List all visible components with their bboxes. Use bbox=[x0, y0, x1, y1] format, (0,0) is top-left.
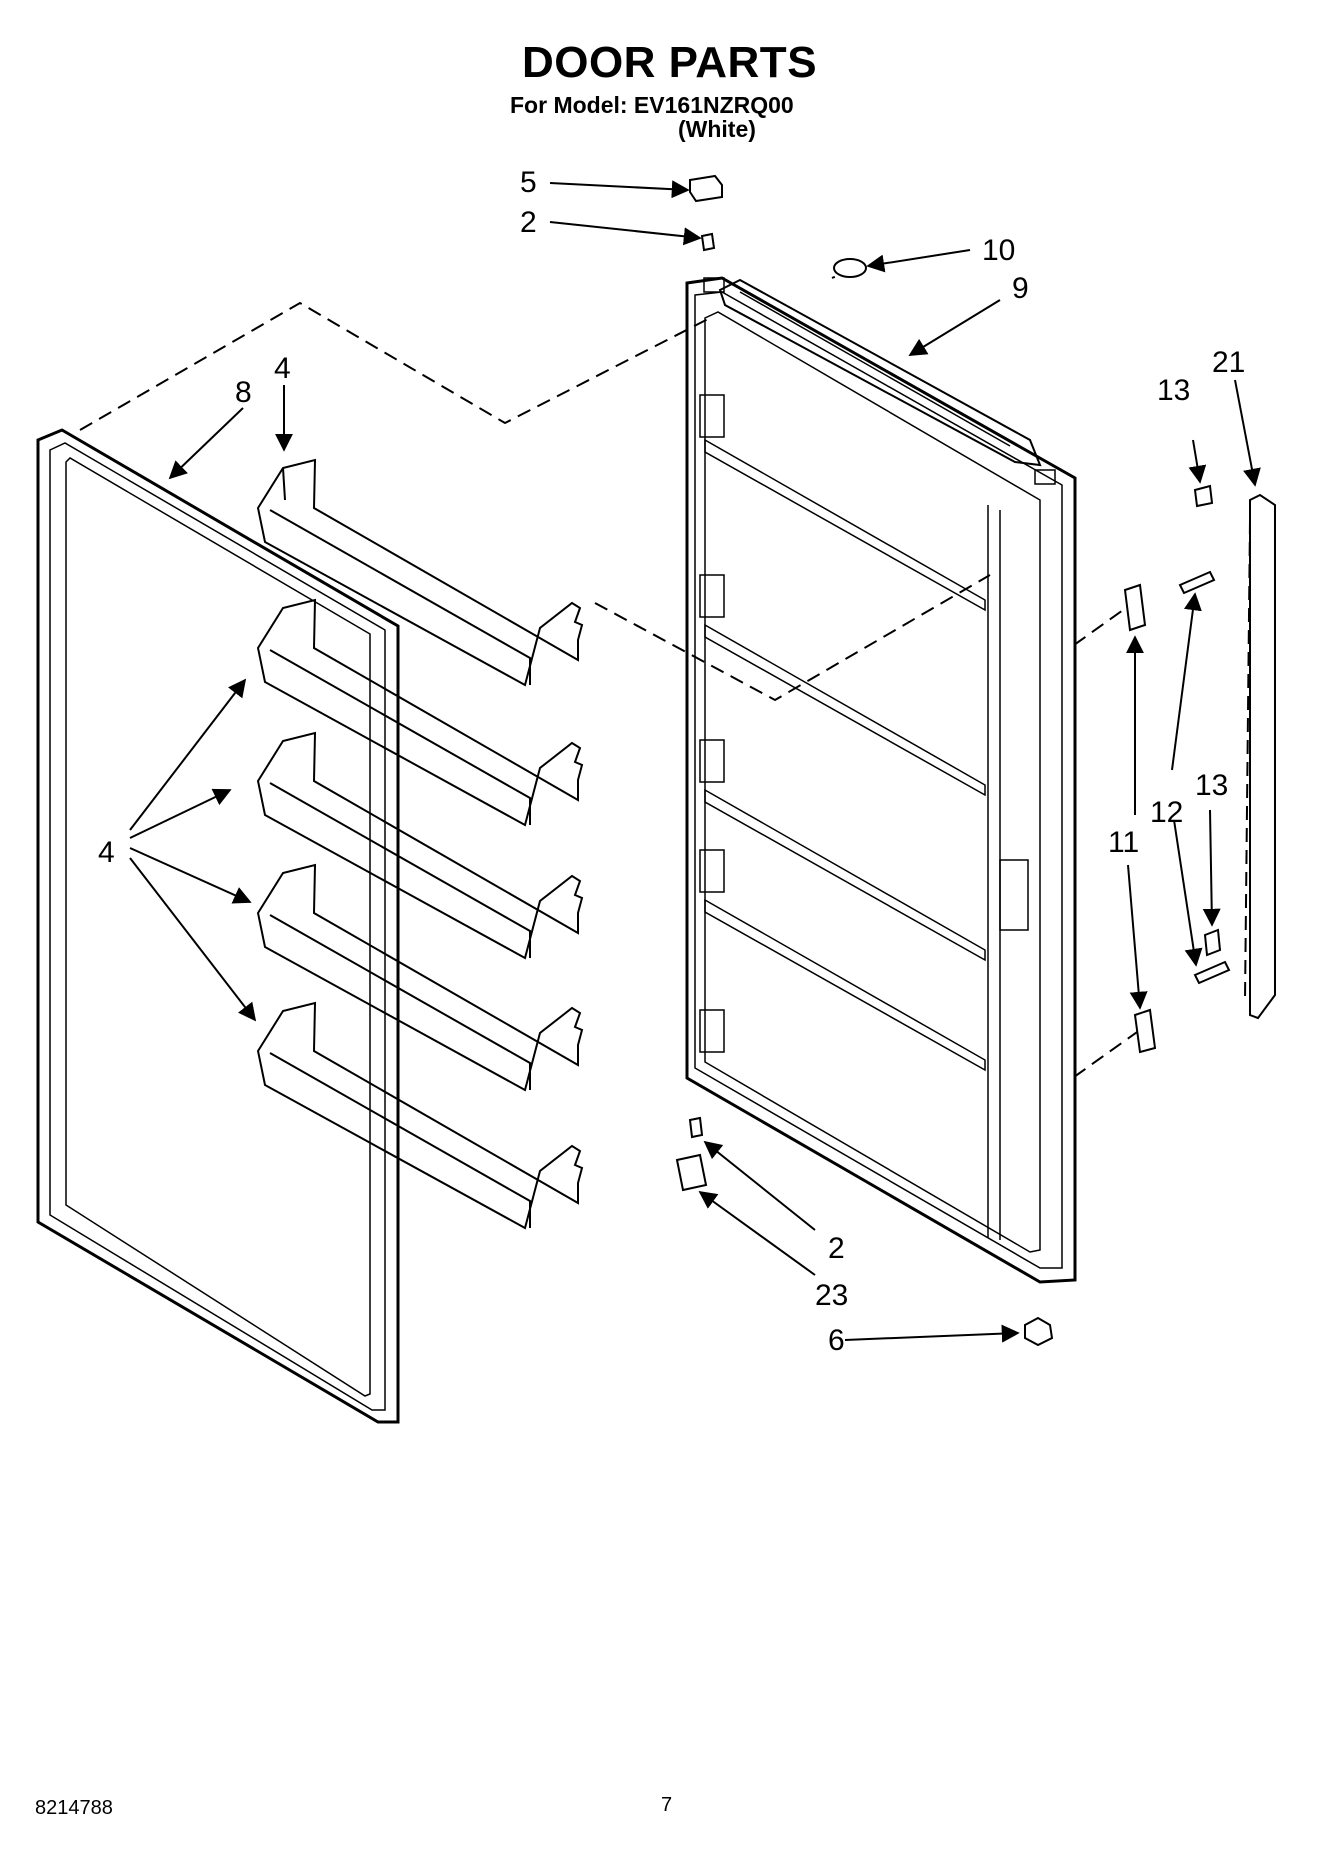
hinge-part-23 bbox=[675, 1153, 708, 1192]
door-bin bbox=[256, 598, 584, 827]
callout-12: 12 bbox=[1150, 796, 1183, 829]
door-bin bbox=[256, 863, 584, 1092]
door-bin bbox=[256, 731, 584, 960]
callout-2-top: 2 bbox=[520, 206, 537, 239]
hardware-parts bbox=[675, 174, 1276, 1347]
page-number: 7 bbox=[661, 1794, 673, 1816]
leader-lines bbox=[129, 180, 1261, 1343]
model-line: For Model: EV161NZRQ00 bbox=[510, 92, 794, 118]
door-bin bbox=[256, 1001, 584, 1230]
page-title: DOOR PARTS bbox=[521, 38, 818, 87]
door-liner bbox=[685, 276, 1077, 1284]
hinge-part-11-top bbox=[1123, 583, 1147, 632]
callout-21: 21 bbox=[1212, 346, 1245, 379]
bushing-part-2-top bbox=[700, 232, 716, 252]
callout-13-mid: 13 bbox=[1195, 769, 1228, 802]
callout-10: 10 bbox=[982, 234, 1015, 267]
callout-9: 9 bbox=[1012, 272, 1029, 305]
callout-5: 5 bbox=[520, 166, 537, 199]
screw-part-12-mid bbox=[1193, 960, 1231, 985]
door-gasket bbox=[36, 428, 400, 1424]
plug-part-10 bbox=[833, 258, 867, 278]
document-number: 8214788 bbox=[35, 1797, 113, 1819]
hinge-cover-part-5 bbox=[689, 174, 723, 203]
callout-23: 23 bbox=[815, 1279, 848, 1312]
plug-part-13-mid bbox=[1203, 928, 1222, 957]
callout-6: 6 bbox=[828, 1324, 845, 1357]
door-bins bbox=[256, 458, 584, 1230]
bushing-part-2-bottom bbox=[688, 1116, 704, 1139]
hinge-part-11-mid bbox=[1133, 1008, 1157, 1054]
callout-13-top: 13 bbox=[1157, 374, 1190, 407]
plug-part-13-top bbox=[1193, 484, 1214, 508]
callout-11: 11 bbox=[1108, 826, 1139, 859]
callout-2-bottom: 2 bbox=[828, 1232, 845, 1265]
callout-4-left: 4 bbox=[98, 836, 115, 869]
model-variant: (White) bbox=[678, 116, 756, 142]
door-bin bbox=[256, 458, 584, 687]
handle-part-21 bbox=[1249, 493, 1276, 1020]
callout-4-top: 4 bbox=[274, 352, 291, 385]
screw-part-12-top bbox=[1178, 570, 1216, 595]
callout-labels: 5 2 10 9 8 4 4 13 21 11 12 13 2 23 6 bbox=[98, 166, 1245, 1357]
foot-part-6 bbox=[1024, 1316, 1054, 1347]
callout-8: 8 bbox=[235, 376, 252, 409]
